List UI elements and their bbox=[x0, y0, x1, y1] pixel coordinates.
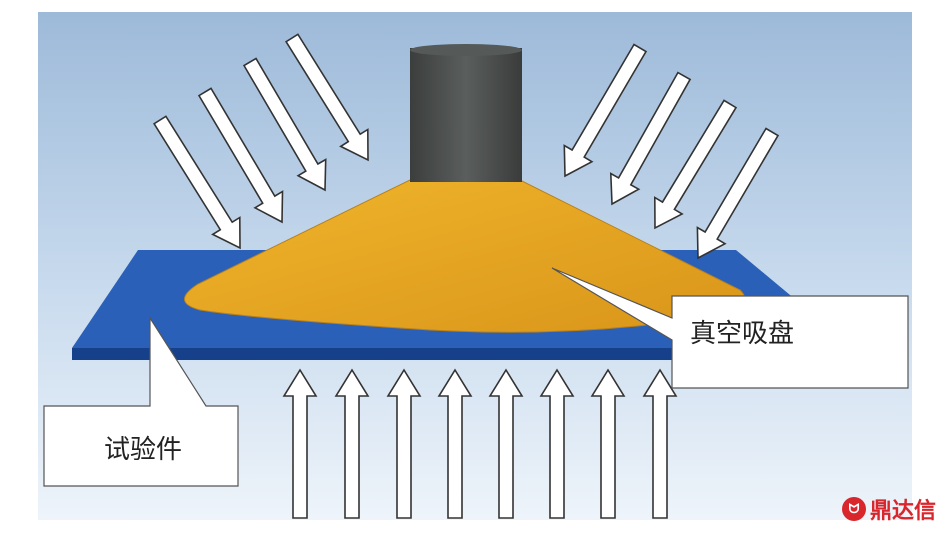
pressure-arrow-icon bbox=[563, 43, 648, 178]
pressure-arrow-icon bbox=[653, 99, 738, 230]
pressure-arrow-icon bbox=[386, 368, 422, 519]
pressure-arrows-top-left bbox=[152, 33, 369, 250]
pressure-arrow-icon bbox=[609, 71, 692, 206]
test-piece-callout: 试验件 bbox=[43, 315, 239, 487]
pressure-arrows-bottom bbox=[282, 368, 678, 519]
pressure-arrow-icon bbox=[152, 115, 241, 250]
watermark-text: 鼎达信 bbox=[869, 499, 936, 524]
pressure-arrow-icon bbox=[437, 368, 473, 519]
suction-cup-label: 真空吸盘 bbox=[690, 319, 794, 349]
pressure-arrow-icon bbox=[282, 368, 318, 519]
test-piece-plate-edge bbox=[72, 348, 672, 360]
watermark-logo-icon: ᗢ bbox=[841, 497, 866, 521]
test-piece-label: 试验件 bbox=[104, 435, 182, 465]
pressure-arrow-icon bbox=[590, 368, 626, 519]
pressure-arrow-icon bbox=[334, 368, 370, 519]
suction-cup-stem bbox=[410, 48, 522, 182]
pressure-arrow-icon bbox=[242, 57, 327, 192]
suction-cup-callout: 真空吸盘 bbox=[551, 267, 909, 389]
pressure-arrow-icon bbox=[197, 87, 284, 224]
pressure-arrows-top-right bbox=[563, 43, 780, 260]
watermark: ᗢ 鼎达信 bbox=[841, 493, 936, 525]
suction-cup-stem-top bbox=[410, 44, 522, 56]
pressure-arrow-icon bbox=[539, 368, 575, 519]
pressure-arrow-icon bbox=[488, 368, 524, 519]
pressure-arrow-icon bbox=[696, 127, 780, 260]
pressure-arrow-icon bbox=[284, 33, 369, 162]
pressure-arrow-icon bbox=[642, 368, 678, 519]
